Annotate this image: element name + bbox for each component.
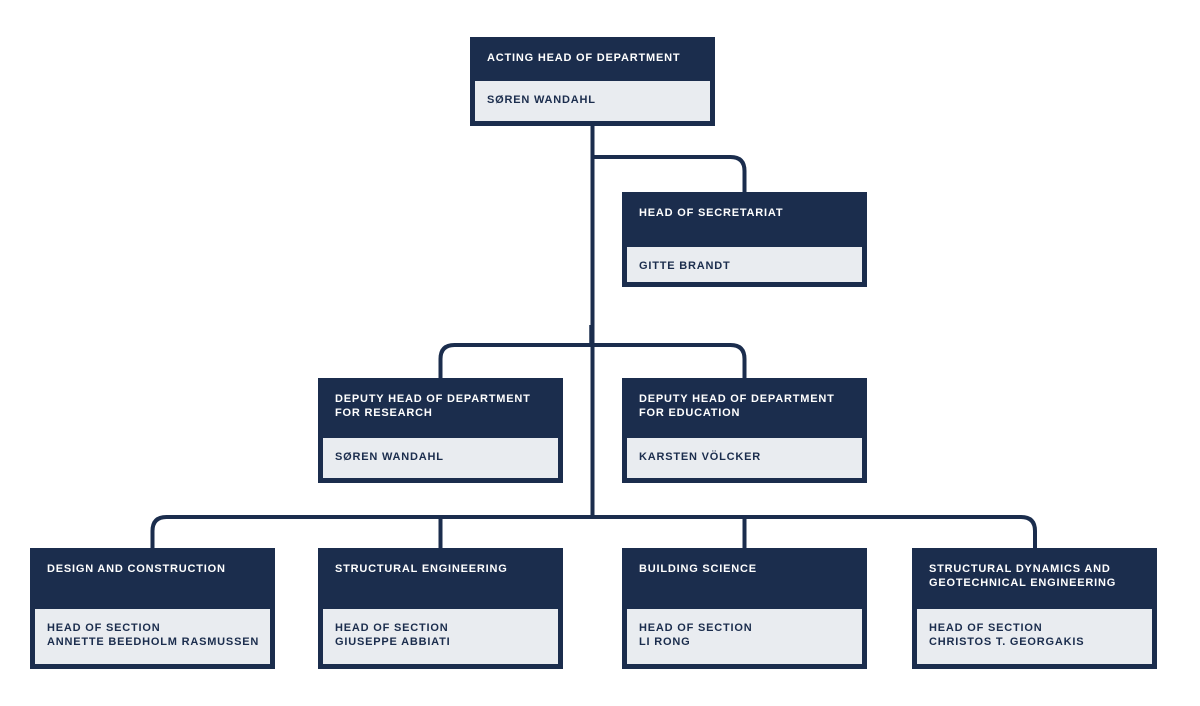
connector-deputies xyxy=(438,343,747,382)
node-person-name: ANNETTE BEEDHOLM RASMUSSEN xyxy=(47,636,260,648)
node-title: DESIGN AND CONSTRUCTION xyxy=(47,563,226,575)
org-node-deputy-research: DEPUTY HEAD OF DEPARTMENT FOR RESEARCH S… xyxy=(318,378,563,483)
node-title: ACTING HEAD OF DEPARTMENT xyxy=(487,52,681,64)
node-person-name: GIUSEPPE ABBIATI xyxy=(335,636,451,648)
node-body: HEAD OF SECTION CHRISTOS T. GEORGAKIS xyxy=(917,609,1152,664)
org-node-design-construction: DESIGN AND CONSTRUCTION HEAD OF SECTION … xyxy=(30,548,275,669)
node-person-name: SØREN WANDAHL xyxy=(335,451,444,463)
node-body: HEAD OF SECTION GIUSEPPE ABBIATI xyxy=(323,609,558,664)
node-title: STRUCTURAL ENGINEERING xyxy=(335,563,508,575)
node-body: SØREN WANDAHL xyxy=(475,81,710,121)
node-person-name: GITTE BRANDT xyxy=(639,260,731,272)
node-body: KARSTEN VÖLCKER xyxy=(627,438,862,478)
org-node-secretariat: HEAD OF SECRETARIAT GITTE BRANDT xyxy=(622,192,867,287)
node-person-name: KARSTEN VÖLCKER xyxy=(639,451,762,463)
node-body: SØREN WANDAHL xyxy=(323,438,558,478)
org-node-structural-dynamics-geotechnical: STRUCTURAL DYNAMICS AND GEOTECHNICAL ENG… xyxy=(912,548,1157,669)
node-body: HEAD OF SECTION LI RONG xyxy=(627,609,862,664)
connector-sections-rail xyxy=(150,515,1037,552)
node-person-name: CHRISTOS T. GEORGAKIS xyxy=(929,636,1085,648)
node-person-role: HEAD OF SECTION xyxy=(47,622,161,634)
node-body: HEAD OF SECTION ANNETTE BEEDHOLM RASMUSS… xyxy=(35,609,270,664)
node-person-role: HEAD OF SECTION xyxy=(929,622,1043,634)
node-person-name: SØREN WANDAHL xyxy=(487,94,596,106)
node-title: DEPUTY HEAD OF DEPARTMENT FOR RESEARCH xyxy=(335,393,531,419)
node-person-name: LI RONG xyxy=(639,636,691,648)
node-title: BUILDING SCIENCE xyxy=(639,563,757,575)
org-node-structural-engineering: STRUCTURAL ENGINEERING HEAD OF SECTION G… xyxy=(318,548,563,669)
org-node-acting-head: ACTING HEAD OF DEPARTMENT SØREN WANDAHL xyxy=(470,37,715,126)
node-body: GITTE BRANDT xyxy=(627,247,862,282)
node-person-role: HEAD OF SECTION xyxy=(639,622,753,634)
node-title: STRUCTURAL DYNAMICS AND GEOTECHNICAL ENG… xyxy=(929,563,1117,589)
org-node-deputy-education: DEPUTY HEAD OF DEPARTMENT FOR EDUCATION … xyxy=(622,378,867,483)
node-title: DEPUTY HEAD OF DEPARTMENT FOR EDUCATION xyxy=(639,393,835,419)
connector-secretariat xyxy=(592,155,747,196)
node-person-role: HEAD OF SECTION xyxy=(335,622,449,634)
org-node-building-science: BUILDING SCIENCE HEAD OF SECTION LI RONG xyxy=(622,548,867,669)
node-title: HEAD OF SECRETARIAT xyxy=(639,207,784,219)
